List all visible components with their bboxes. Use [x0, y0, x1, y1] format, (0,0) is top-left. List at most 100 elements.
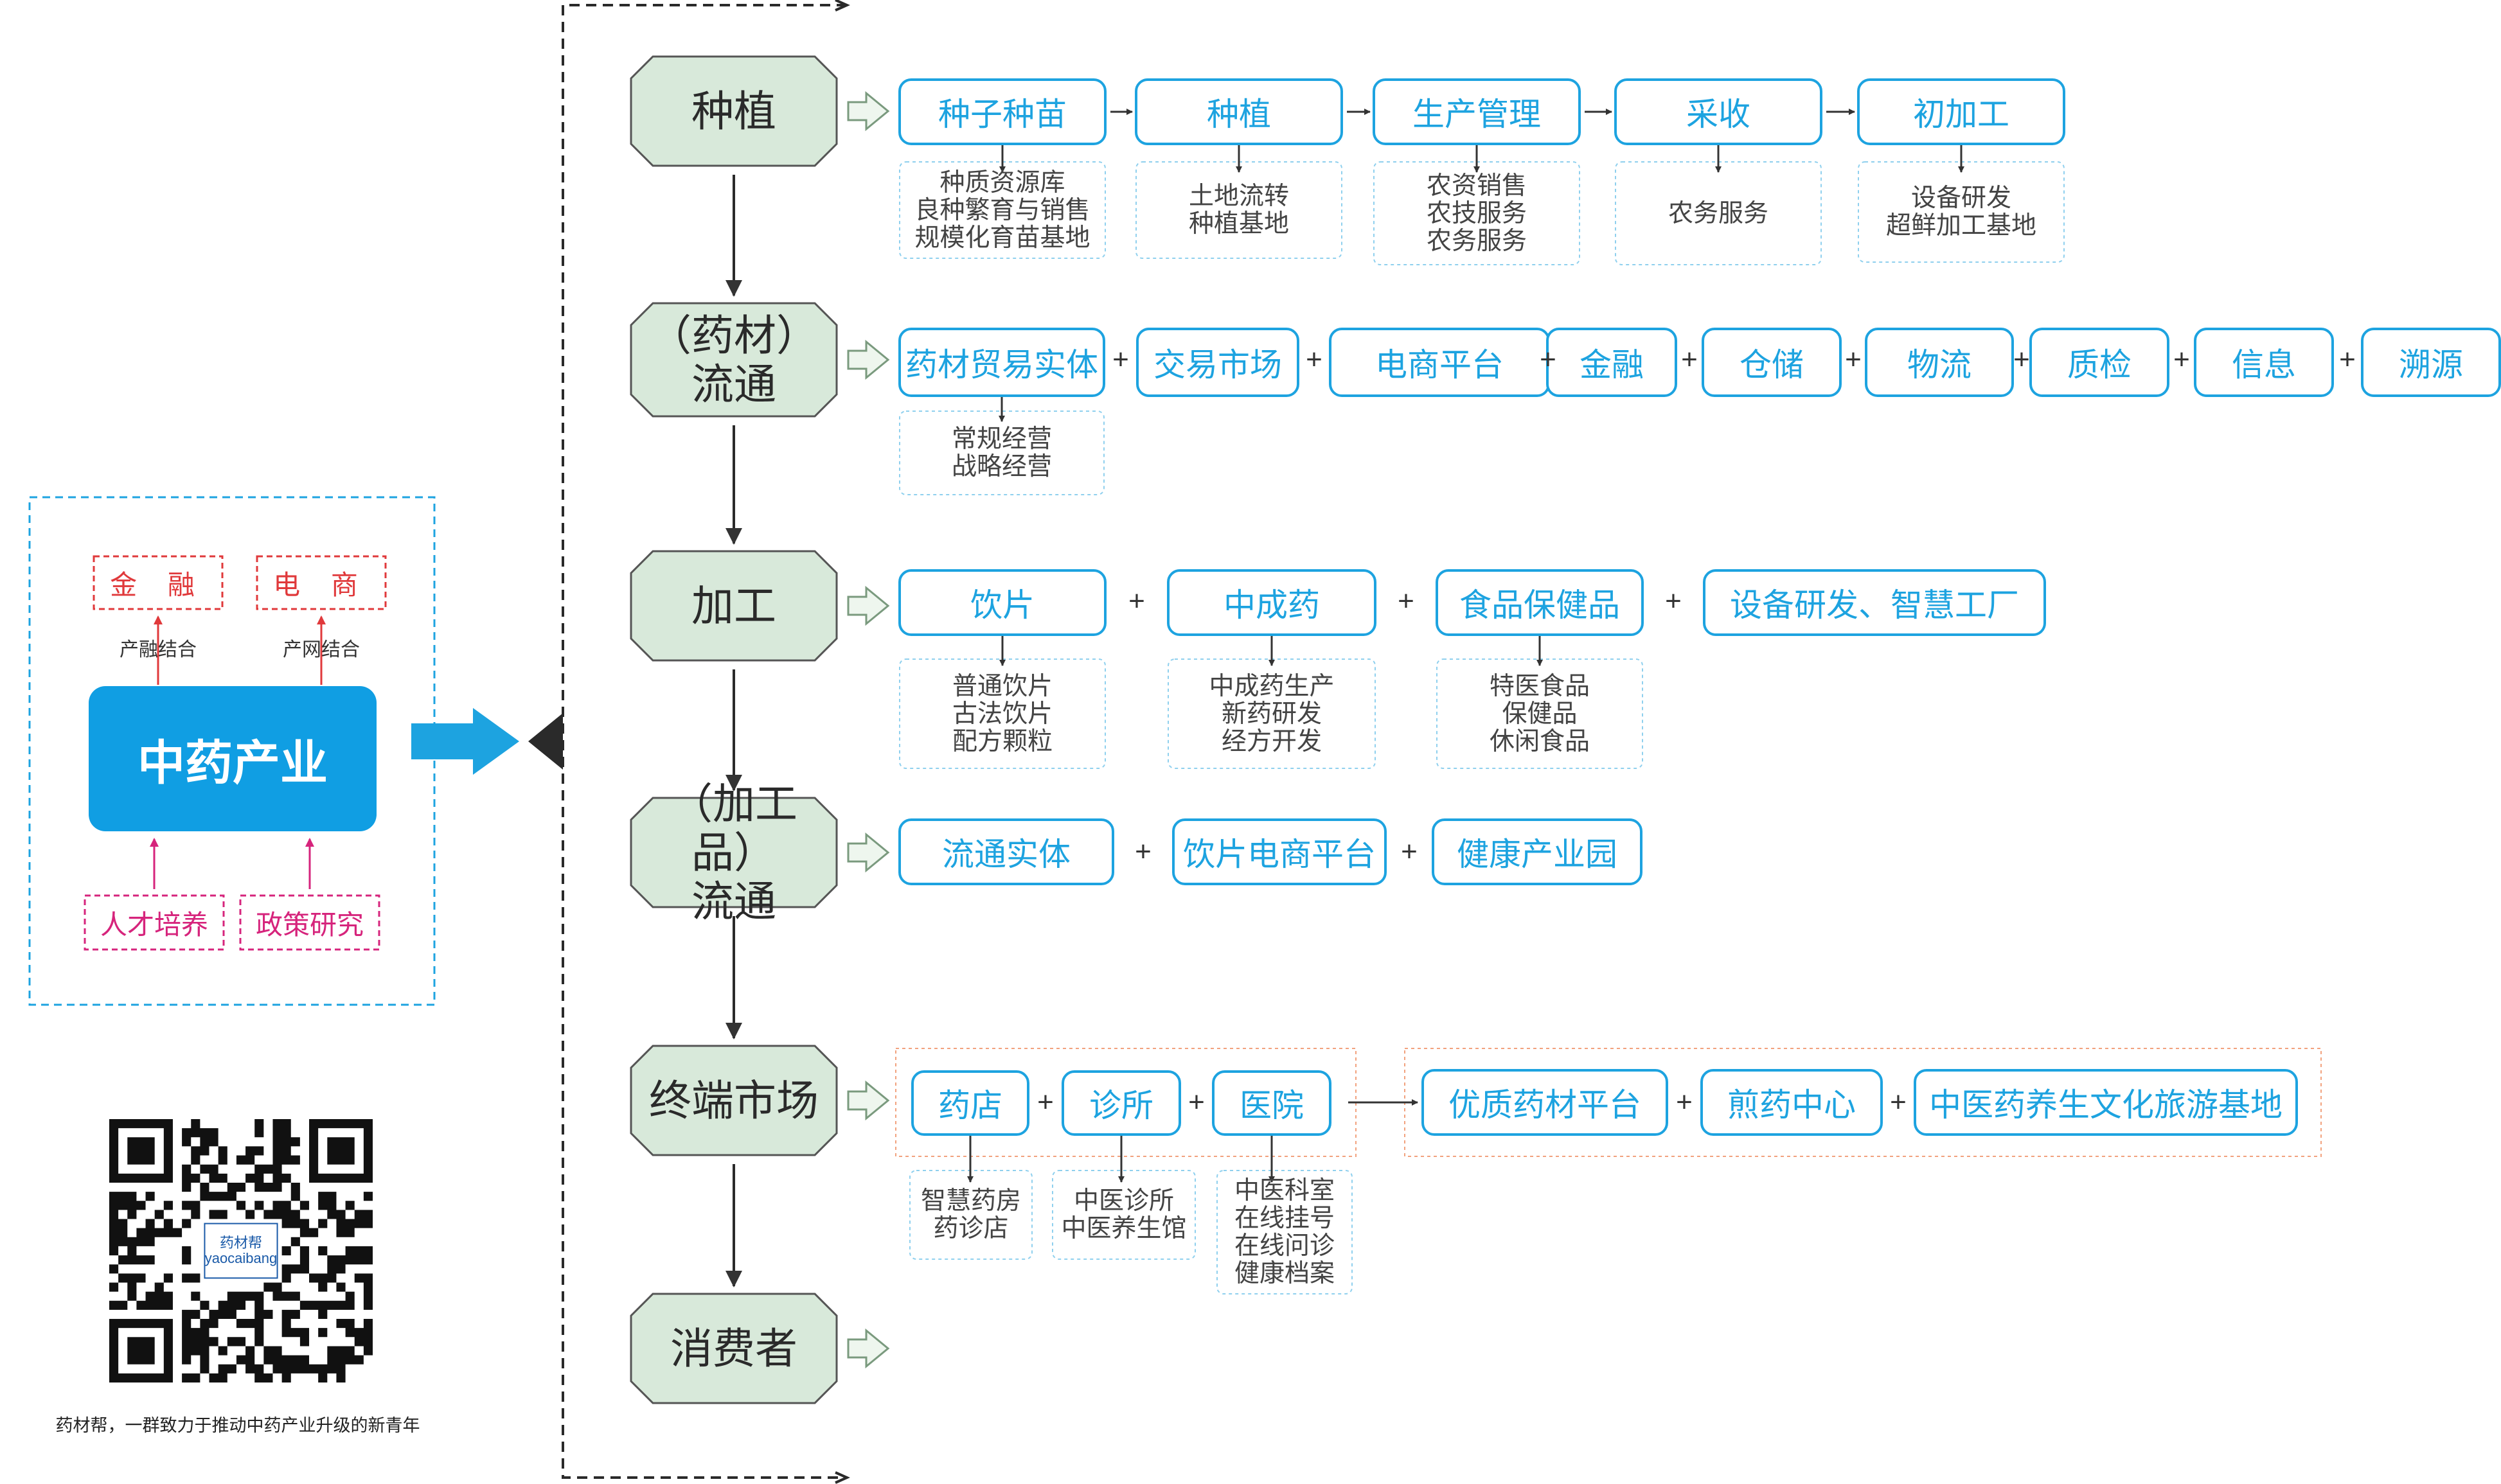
bracket-tip: [528, 713, 563, 770]
stage-herb-circulation-label: （药材） 流通: [649, 312, 819, 408]
core-industry-box: [89, 686, 377, 831]
slogan-text: 药材帮，一群致力于推动中药产业升级的新青年: [55, 1415, 420, 1436]
terminal-extended-item-0-box: [1421, 1069, 1668, 1136]
herb-circulation-item-7-box: [2194, 328, 2334, 397]
herb-circulation-plus-1: +: [1306, 344, 1322, 375]
herb-circulation-item-8-label: 溯源: [2399, 347, 2463, 383]
planting-step-4-box: [1857, 78, 2065, 145]
planting-detail-3-label: 农务服务: [1668, 199, 1768, 228]
terminal-plus-0: +: [1037, 1086, 1054, 1118]
herb-circulation-item-3-label: 金融: [1580, 347, 1644, 383]
stage-product-circulation-label: （加工品） 流通: [670, 780, 797, 925]
terminal-item-1-label: 诊所: [1089, 1088, 1153, 1124]
stage-planting-shape: [630, 55, 838, 167]
terminal-extended-plus-1: +: [1890, 1086, 1907, 1118]
terminal-extended-plus-0: +: [1676, 1086, 1693, 1118]
stage-consumer-label: 消费者: [670, 1325, 797, 1372]
herb-circulation-item-4-box: [1702, 328, 1842, 397]
processing-item-0-box: [898, 569, 1107, 636]
herb-circulation-plus-3: +: [1681, 344, 1698, 375]
bracket-bottom-arrowhead: [835, 1471, 850, 1484]
qr-finder-inner-1: [327, 1137, 355, 1165]
support-box-ecommerce: [256, 555, 387, 610]
planting-step-2-label: 生产管理: [1412, 96, 1541, 132]
planting-detail-4-label: 设备研发 超鲜加工基地: [1885, 184, 2036, 240]
planting-step-2-box: [1373, 78, 1581, 145]
planting-step-1-box: [1135, 78, 1343, 145]
herb-circulation-plus-4: +: [1845, 344, 1862, 375]
herb-circulation-item-1-box: [1136, 328, 1299, 397]
terminal-extended-item-1-box: [1700, 1069, 1883, 1136]
qr-code-modules: [109, 1119, 373, 1382]
processing-item-1-box: [1167, 569, 1376, 636]
product-circulation-plus-1: +: [1401, 836, 1418, 867]
processing-item-2-label: 食品保健品: [1459, 587, 1620, 623]
terminal-extended-item-2-box: [1914, 1069, 2298, 1136]
herb-circulation-item-4-label: 仓储: [1740, 347, 1804, 383]
foundation-box-1: [239, 894, 380, 951]
herb-circulation-item-7-label: 信息: [2232, 347, 2296, 383]
processing-plus-1: +: [1398, 585, 1414, 617]
planting-detail-2-label: 农资销售 农技服务 农务服务: [1426, 171, 1527, 256]
terminal-extended-item-1-label: 煎药中心: [1727, 1087, 1856, 1123]
product-circulation-plus-0: +: [1135, 836, 1152, 867]
stage-product-circulation-shape: [630, 797, 838, 908]
terminal-extended-item-2-label: 中医药养生文化旅游基地: [1929, 1087, 2283, 1123]
product-circulation-item-1-box: [1172, 818, 1387, 885]
qr-logo-text: 药材帮 yaocaibang: [204, 1234, 278, 1266]
processing-detail-0-label: 普通饮片 古法饮片 配方颗粒: [952, 671, 1053, 756]
stage-terminal-market-label: 终端市场: [649, 1077, 819, 1124]
stage-consumer-shape: [630, 1293, 838, 1404]
support-box-finance: [93, 555, 224, 610]
processing-item-3-box: [1703, 569, 2046, 636]
herb-circulation-item-1-label: 交易市场: [1153, 347, 1282, 383]
stage-terminal-market-shape: [630, 1045, 838, 1156]
processing-item-2-box: [1436, 569, 1644, 636]
stage-processing-shape: [630, 550, 838, 662]
herb-circulation-item-0-box: [898, 328, 1105, 397]
chain-bracket: [562, 4, 847, 1479]
qr-finder-inner-0: [127, 1137, 155, 1165]
planting-step-0-label: 种子种苗: [938, 96, 1067, 132]
terminal-detail-2-box: [1216, 1170, 1353, 1294]
support-label-0: 金 融: [110, 569, 206, 600]
herb-circulation-detail-0-label: 常规经营 战略经营: [951, 425, 1052, 481]
support-label-1: 电 商: [273, 569, 369, 600]
herb-circulation-item-5-box: [1865, 328, 2014, 397]
herb-circulation-plus-7: +: [2339, 344, 2356, 375]
herb-circulation-item-5-label: 物流: [1907, 347, 1971, 383]
core-industry-label: 中药产业: [138, 736, 328, 790]
planting-detail-1-label: 土地流转 种植基地: [1188, 182, 1289, 238]
product-circulation-item-2-box: [1432, 818, 1642, 885]
product-circulation-item-0-box: [898, 818, 1114, 885]
bracket-top-arrowhead: [835, 0, 850, 12]
stage-planting-pointer: [847, 91, 890, 132]
terminal-detail-1-box: [1052, 1170, 1196, 1260]
herb-circulation-plus-0: +: [1112, 344, 1129, 375]
main-flow-arrow: [411, 708, 519, 775]
qr-finder-inner-2: [127, 1337, 155, 1365]
herb-circulation-item-0-label: 药材贸易实体: [905, 347, 1098, 383]
herb-circulation-plus-2: +: [1540, 344, 1556, 375]
product-circulation-item-0-label: 流通实体: [942, 836, 1071, 872]
stage-herb-circulation-shape: [630, 302, 838, 418]
foundation-box-0: [84, 894, 225, 951]
terminal-item-0-label: 药店: [938, 1088, 1002, 1124]
planting-step-3-label: 采收: [1686, 96, 1750, 132]
planting-step-0-box: [898, 78, 1107, 145]
product-circulation-item-1-label: 饮片电商平台: [1183, 836, 1376, 872]
terminal-item-1-box: [1062, 1070, 1181, 1136]
herb-circulation-item-2-label: 电商平台: [1375, 347, 1504, 383]
support-caption-0: 产融结合: [120, 639, 197, 660]
terminal-item-0-box: [911, 1070, 1029, 1136]
terminal-plus-1: +: [1188, 1086, 1205, 1118]
product-circulation-item-2-label: 健康产业园: [1457, 836, 1617, 872]
terminal-item-2-box: [1212, 1070, 1331, 1136]
processing-detail-1-label: 中成药生产 新药研发 经方开发: [1209, 671, 1335, 756]
planting-step-3-box: [1614, 78, 1822, 145]
herb-circulation-item-3-box: [1546, 328, 1677, 397]
planting-detail-0-label: 种质资源库 良种繁育与销售 规模化育苗基地: [914, 168, 1090, 252]
stage-consumer-pointer: [847, 1328, 890, 1369]
foundation-label-0: 人才培养: [100, 909, 208, 940]
